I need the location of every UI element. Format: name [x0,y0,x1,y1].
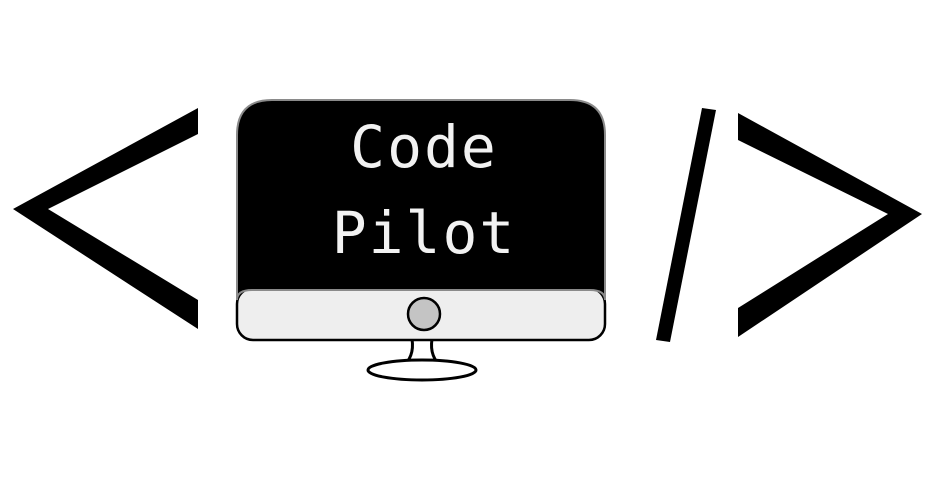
monitor-screen [236,99,606,301]
monitor-power-button [406,296,442,332]
greater-than-symbol [738,113,922,337]
monitor-icon: Code Pilot [235,99,607,382]
logo-line-1: Code [350,113,498,181]
monitor-stand-base [366,358,478,382]
less-than-symbol [13,108,198,329]
logo-line-2: Pilot [332,199,517,267]
slash-symbol [656,108,716,342]
